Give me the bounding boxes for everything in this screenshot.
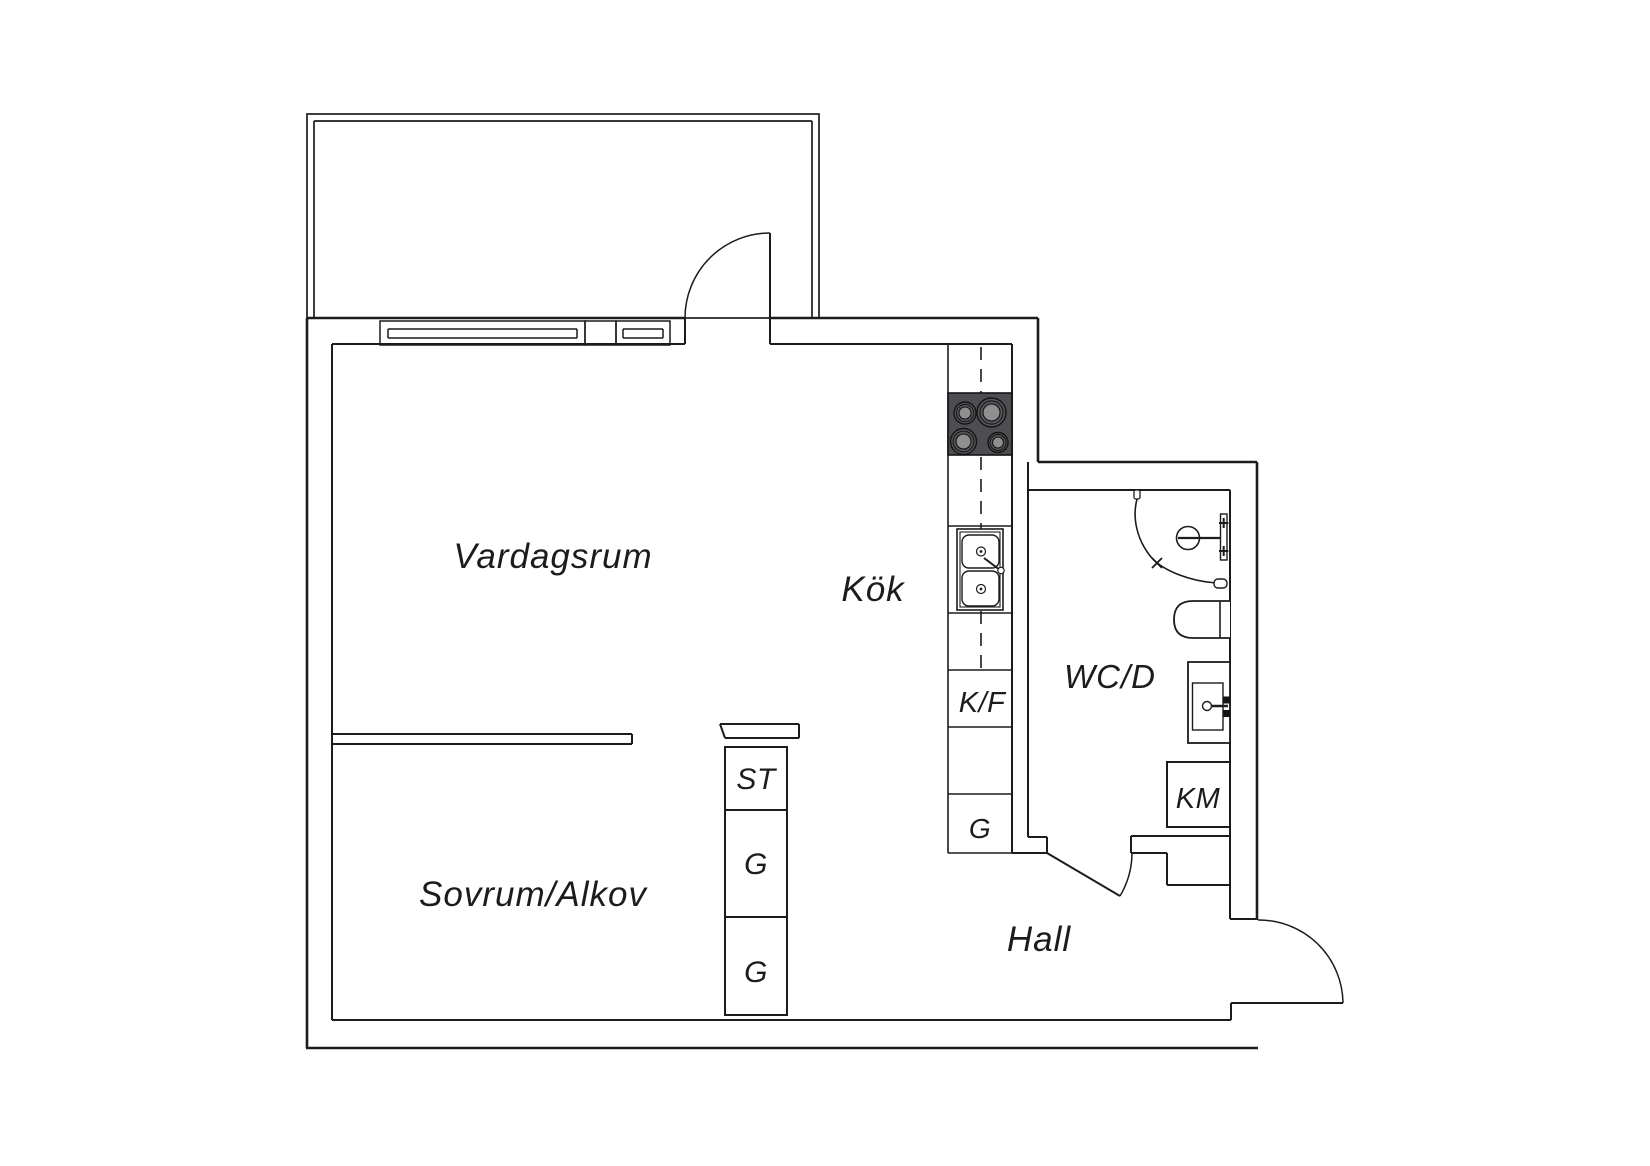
closet-label-g2: G xyxy=(744,956,768,989)
closet-label-g1: G xyxy=(744,848,768,881)
balcony xyxy=(306,113,820,319)
sink-basin-bottom xyxy=(961,570,1000,607)
closet-label-kf: K/F xyxy=(959,687,1007,719)
stove xyxy=(947,392,1013,456)
bedroom-divider-wall xyxy=(332,733,633,745)
stove-burner xyxy=(949,397,1009,456)
doors xyxy=(684,232,1344,1004)
bathroom-door xyxy=(1046,852,1133,897)
drain-icon xyxy=(975,583,987,595)
room-label-hall: Hall xyxy=(1007,920,1072,959)
washing-machine-box xyxy=(1166,761,1231,828)
room-label-kitchen: Kök xyxy=(841,570,905,609)
closet-label-g-kitchen: G xyxy=(969,813,991,844)
bedroom-closets xyxy=(724,746,788,1016)
mixer-handle-icon xyxy=(1219,518,1229,556)
window-pier xyxy=(584,320,617,346)
windows xyxy=(379,320,671,346)
closet-top-wall xyxy=(719,723,800,739)
window-large xyxy=(379,320,586,346)
shower-mixer-bar xyxy=(1219,513,1228,561)
shower-wall-mount xyxy=(1133,489,1141,500)
room-label-bathroom: WC/D xyxy=(1064,658,1156,695)
basin-faucet-icon xyxy=(1201,700,1213,712)
shower-handle xyxy=(1213,578,1228,589)
closet-label-km: KM xyxy=(1176,783,1221,815)
window-small xyxy=(615,320,671,346)
closet-label-st: ST xyxy=(736,763,778,796)
toilet xyxy=(1173,600,1230,639)
exterior-walls xyxy=(305,316,1259,1050)
sink-basin-top xyxy=(961,534,1000,569)
entry-door xyxy=(1231,919,1344,1004)
drain-icon xyxy=(975,546,987,557)
shower-hose xyxy=(1134,498,1217,584)
room-label-living: Vardagsrum xyxy=(453,537,652,576)
shower-valve-icon xyxy=(1151,557,1163,569)
room-label-bedroom: Sovrum/Alkov xyxy=(419,875,648,914)
washbasin xyxy=(1187,661,1231,744)
balcony-door xyxy=(684,232,771,319)
shower xyxy=(1133,489,1229,589)
kitchen-sink xyxy=(956,528,1005,611)
faucet-icon xyxy=(983,557,1001,571)
